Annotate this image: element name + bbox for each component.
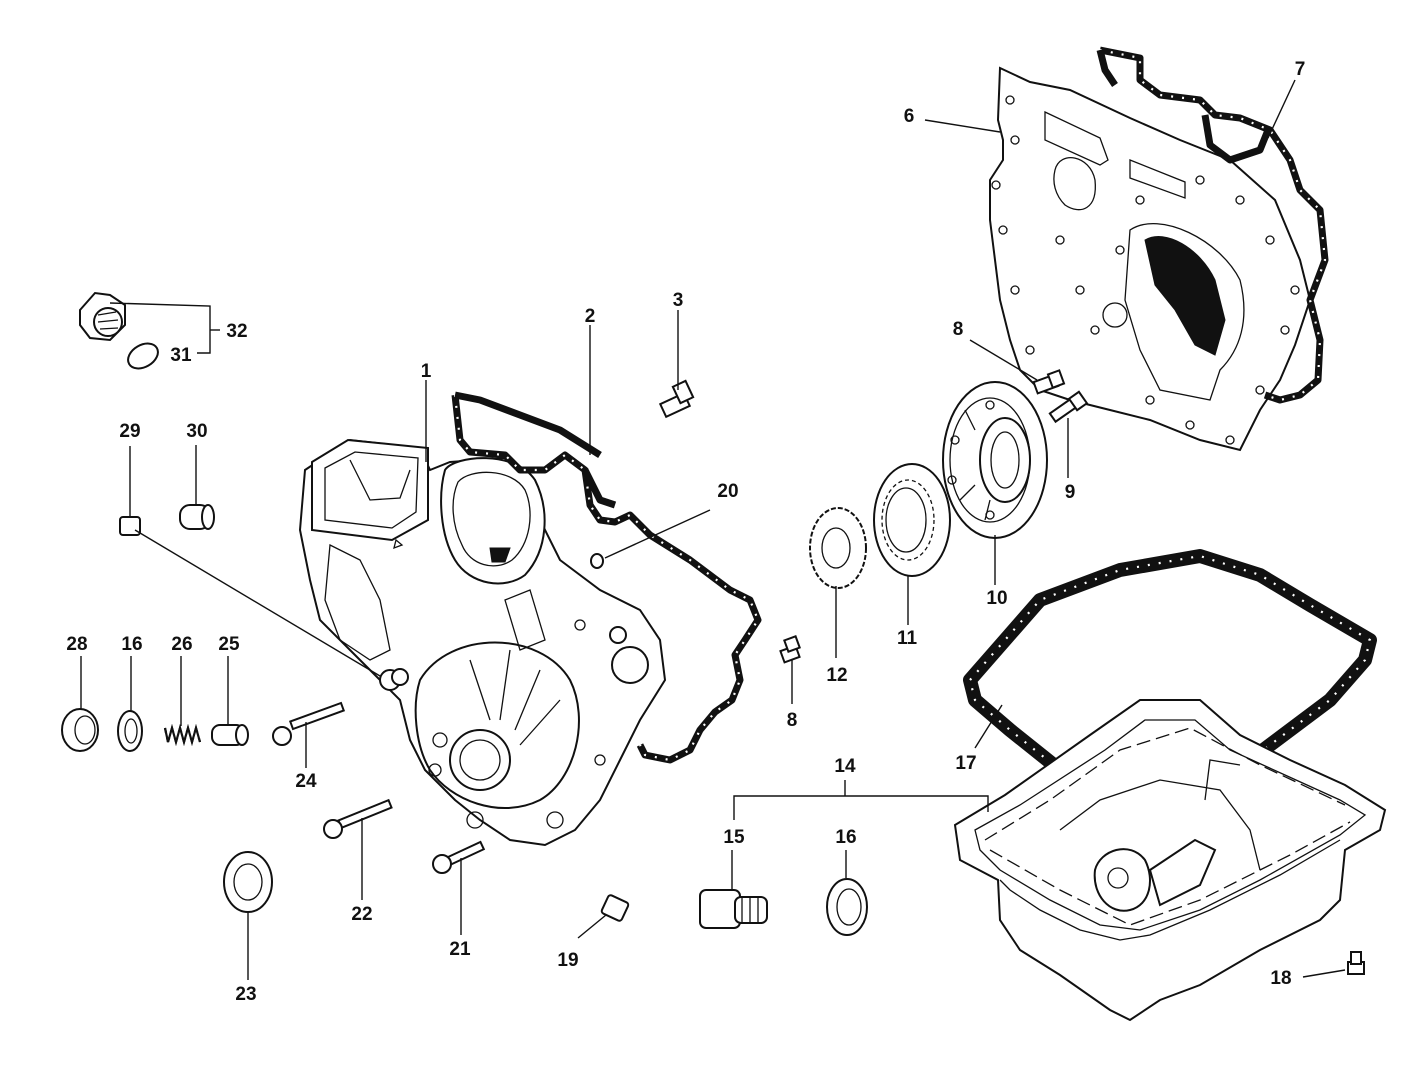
oil-pump-body [942, 381, 1048, 539]
label-part-28: 28 [66, 634, 87, 655]
label-part-26: 26 [171, 634, 192, 655]
label-part-16-left: 16 [121, 634, 142, 655]
bolt-8-lower [779, 635, 801, 664]
label-part-7: 7 [1295, 59, 1306, 80]
label-part-17: 17 [955, 753, 976, 774]
label-part-31: 31 [170, 345, 192, 366]
label-part-12: 12 [826, 665, 847, 686]
label-part-2: 2 [585, 306, 596, 327]
label-part-10: 10 [986, 588, 1007, 609]
label-part-23: 23 [235, 984, 256, 1005]
label-part-16-right: 16 [835, 827, 856, 848]
label-part-18: 18 [1270, 968, 1291, 989]
label-part-30: 30 [186, 421, 207, 442]
gear-case-gasket [451, 391, 762, 764]
oil-filler-cap-32 [79, 291, 126, 342]
label-part-32: 32 [226, 321, 247, 342]
label-part-9: 9 [1065, 482, 1076, 503]
oil-pan [953, 699, 1387, 1022]
plug-19 [600, 894, 630, 922]
bolt-24 [272, 701, 346, 746]
label-part-14: 14 [834, 756, 856, 777]
label-part-3: 3 [673, 290, 684, 311]
gear-case-cover [298, 438, 667, 847]
dowel-pin-29 [119, 516, 141, 536]
label-part-22: 22 [351, 904, 372, 925]
spring-26 [163, 723, 202, 747]
label-part-1: 1 [421, 361, 432, 382]
bolt-8-upper [1032, 369, 1066, 395]
label-part-6: 6 [904, 106, 915, 127]
outer-rotor [873, 463, 951, 577]
bolt-3 [658, 379, 695, 419]
plate-gasket [1096, 46, 1329, 404]
label-part-15: 15 [723, 827, 745, 848]
gear-case-plate [989, 66, 1312, 452]
bolt-22 [323, 798, 393, 839]
label-part-8-lower: 8 [787, 710, 798, 731]
label-part-11: 11 [897, 628, 918, 649]
label-part-8-upper: 8 [953, 319, 964, 340]
leader-lines [80, 79, 1346, 980]
oil-seal-23 [223, 851, 273, 913]
label-part-20: 20 [717, 481, 738, 502]
o-ring-20 [590, 553, 604, 569]
bolt-18 [1347, 951, 1365, 975]
plug-28 [61, 708, 99, 752]
bushing-30 [179, 504, 215, 530]
label-part-29: 29 [119, 421, 140, 442]
washer-16-left [117, 710, 143, 752]
label-part-19: 19 [557, 950, 578, 971]
bolt-21 [432, 840, 486, 874]
o-ring-31 [127, 342, 159, 370]
label-part-25: 25 [218, 634, 240, 655]
bolt-9 [1048, 390, 1089, 424]
drain-plug-15 [699, 889, 768, 929]
relief-valve-25 [211, 724, 249, 746]
washer-16-right [826, 878, 868, 936]
inner-rotor-gear [809, 507, 867, 589]
part-labels: 1 2 3 6 7 8 8 9 10 11 12 14 15 16 16 17 … [66, 59, 1305, 1005]
label-part-21: 21 [449, 939, 471, 960]
label-part-24: 24 [295, 771, 317, 792]
